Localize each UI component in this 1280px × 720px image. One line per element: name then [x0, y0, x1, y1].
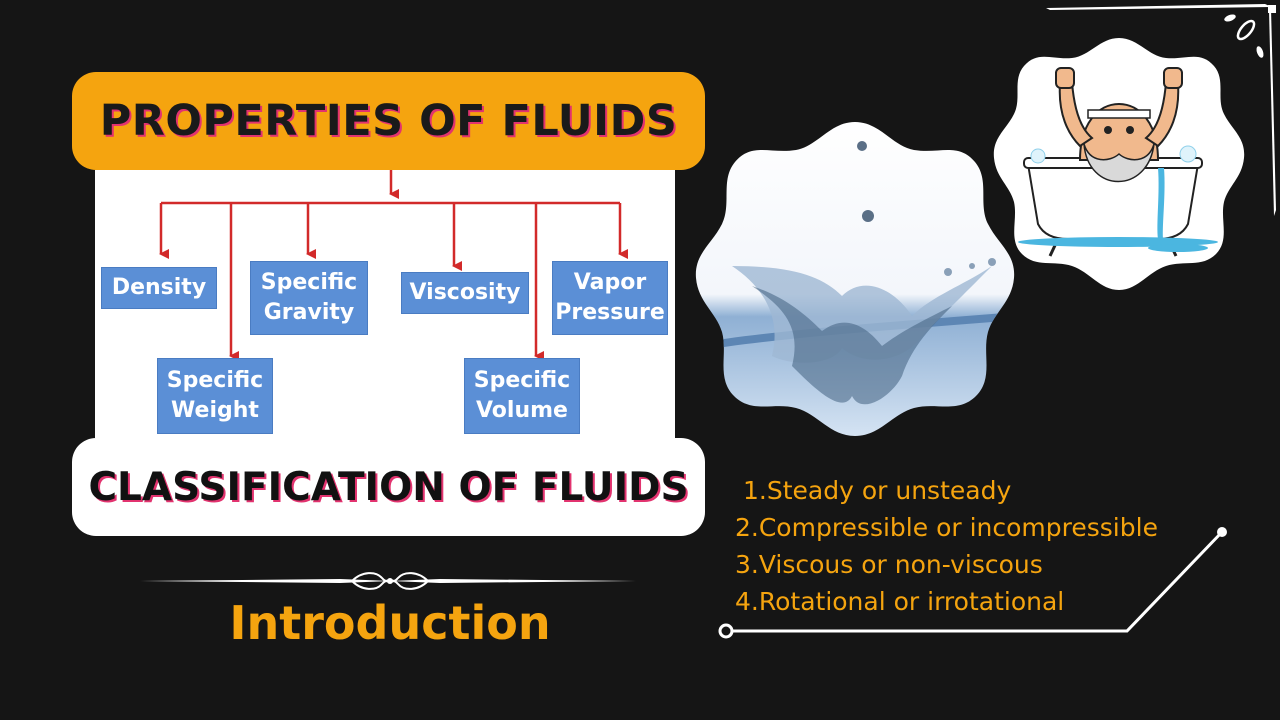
- corner-ornament: [1046, 4, 1276, 216]
- classification-heading: CLASSIFICATION OF FLUIDS: [88, 464, 689, 510]
- properties-heading-banner: PROPERTIES OF FLUIDS: [72, 72, 705, 170]
- list-item: 1.Steady or unsteady: [743, 476, 1012, 505]
- list-item: 3.Viscous or non-viscous: [735, 550, 1043, 579]
- diagram-arrows: [159, 170, 628, 361]
- ornament-divider: [140, 572, 640, 590]
- classification-list: 1.Steady or unsteady 2.Compressible or i…: [735, 472, 1158, 620]
- archimedes-cartoon-image: [993, 38, 1245, 290]
- classification-heading-banner: CLASSIFICATION OF FLUIDS: [72, 438, 705, 536]
- introduction-heading: Introduction: [229, 596, 551, 650]
- list-item: 2.Compressible or incompressible: [735, 513, 1158, 542]
- properties-heading: PROPERTIES OF FLUIDS: [99, 96, 678, 146]
- list-item: 4.Rotational or irrotational: [735, 587, 1065, 616]
- connector-line: [718, 527, 1227, 639]
- property-box-viscosity: Viscosity: [401, 272, 529, 314]
- water-splash-image: [695, 122, 1015, 436]
- property-box-density: Density: [101, 267, 217, 309]
